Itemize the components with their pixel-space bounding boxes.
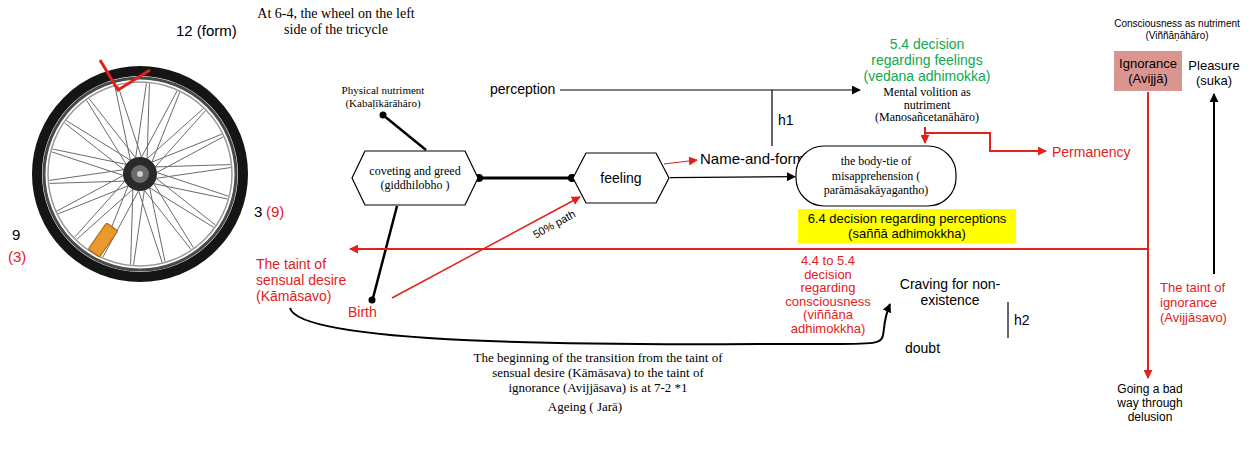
node-shape: [1114, 51, 1182, 91]
node-shape: [798, 209, 1016, 243]
term-label: Craving for non-existence: [890, 276, 1010, 308]
leader-lines: [290, 90, 1214, 378]
red-arrow: [1147, 92, 1149, 378]
process-oval: the body-tie of misapprehension ( parāmā…: [795, 145, 957, 207]
wheel-spoke: [49, 181, 127, 183]
wheel-hub: [123, 157, 157, 191]
nutriment-label: Physical nutriment (Kabaḷīkārāhāro): [334, 84, 432, 109]
wheel-reflector: [88, 223, 118, 257]
highlight-box: Ignorance (Avijjā): [1114, 51, 1182, 91]
wheel-spoke: [153, 168, 231, 179]
wheel-spoke: [154, 172, 228, 197]
wheel-spoke: [152, 165, 230, 167]
wheel-spoke: [131, 186, 133, 264]
wheel-reflector: [88, 223, 118, 257]
nutriment-label: Mental volition as nutriment (Manosañcet…: [867, 86, 987, 124]
wheel-spoke: [103, 188, 140, 257]
marker-label: h2: [1014, 312, 1030, 328]
wheel-spoke: [65, 123, 127, 172]
wheel-spoke: [151, 92, 180, 165]
callout-number: (9): [266, 203, 284, 220]
wheel-spoke: [147, 83, 149, 161]
term-label: doubt: [905, 340, 940, 356]
red-arrow: [924, 127, 926, 143]
term-label: Name-and-form: [700, 150, 805, 167]
wheel-spoke: [57, 174, 126, 211]
wheel-spoke: [154, 176, 216, 225]
decision-label: 4.4 to 5.4 decision regarding consciousn…: [780, 254, 876, 335]
process-hexagon: coveting and greed (giddhilobho ): [351, 150, 479, 206]
callout-number: (3): [8, 248, 26, 265]
red-arrow: [350, 248, 1148, 250]
note: The beginning of the transition from the…: [468, 350, 728, 395]
wheel-spokes: [49, 83, 231, 265]
wheel-spoke: [142, 188, 191, 250]
red-arrow: [664, 160, 697, 164]
node-text: coveting and greed (giddhilobho ): [365, 164, 465, 193]
taint-label: The taint of sensual desire (Kāmāsavo): [256, 256, 354, 304]
process-hexagon: feeling: [572, 152, 670, 204]
node-text: feeling: [600, 170, 641, 187]
wheel-spoke: [154, 137, 223, 174]
marker-label: h1: [778, 112, 794, 128]
nutriment-label: Consciousness as nutriment (Viññāṇāhāro): [1110, 18, 1244, 42]
highlight-box: 6.4 decision regarding perceptions (saññ…: [798, 209, 1016, 243]
wheel-spoke: [52, 149, 129, 165]
decision-label: 5.4 decision regarding feelings (vedana …: [861, 36, 993, 84]
wheel-spoke: [153, 111, 205, 169]
wheel-rim: [44, 78, 236, 270]
callout-number: 3: [254, 203, 262, 220]
red-arrow: [925, 133, 1046, 151]
wheel-spoke: [89, 99, 138, 161]
wheel-spoke: [134, 187, 145, 265]
wheel-axle: [137, 171, 143, 177]
node-text: 6.4 decision regarding perceptions (saññ…: [801, 211, 1013, 241]
leader-line: [383, 115, 426, 150]
junction-dot: [380, 112, 387, 119]
wheel-spoke: [49, 169, 127, 180]
h-line: [771, 90, 772, 146]
wheel-hub: [131, 165, 149, 183]
connector: [670, 176, 795, 178]
node-shape: [352, 151, 478, 205]
red-mark: [100, 60, 150, 90]
wheel-spoke: [118, 86, 143, 160]
wheel-spoke: [140, 91, 177, 160]
wheel-spoke: [138, 188, 163, 262]
wheel-tire: [37, 71, 243, 277]
wheel-spoke: [58, 185, 131, 214]
wheel-spoke: [149, 134, 222, 163]
term-label: Ageing ( Jarā): [525, 400, 645, 415]
h-line: [1007, 302, 1008, 338]
leader-line: [373, 206, 397, 298]
red-arrow: [392, 197, 580, 298]
bicycle-wheel: [37, 60, 243, 277]
path-label: 50% path: [531, 207, 578, 241]
term-label: Going a bad way through delusion: [1114, 382, 1186, 424]
term-label: Pleasure (suka): [1186, 58, 1242, 88]
node-text: the body-tie of misapprehension ( parāmā…: [809, 154, 943, 197]
junction-dot: [369, 297, 376, 304]
perception-arrow: [560, 89, 860, 90]
wheel-rim: [48, 82, 232, 266]
taint-label: The taint of ignorance (Avijjāsavo): [1160, 280, 1240, 325]
wheel-spoke: [135, 83, 146, 161]
note: At 6-4, the wheel on the left side of th…: [256, 6, 416, 38]
callout-number: 9: [12, 226, 20, 243]
callout-number: 12 (form): [176, 22, 237, 39]
wheel-spoke: [52, 152, 126, 177]
node-text: Ignorance (Avijjā): [1117, 56, 1179, 86]
wheel-spoke: [151, 183, 228, 199]
term-label: perception: [490, 81, 555, 97]
term-label: Birth: [348, 304, 377, 320]
node-shape: [573, 153, 669, 203]
connector: [479, 177, 572, 180]
term-label: Permanency: [1052, 144, 1131, 160]
black-arrow: [1213, 94, 1215, 274]
node-shape: [796, 146, 956, 206]
